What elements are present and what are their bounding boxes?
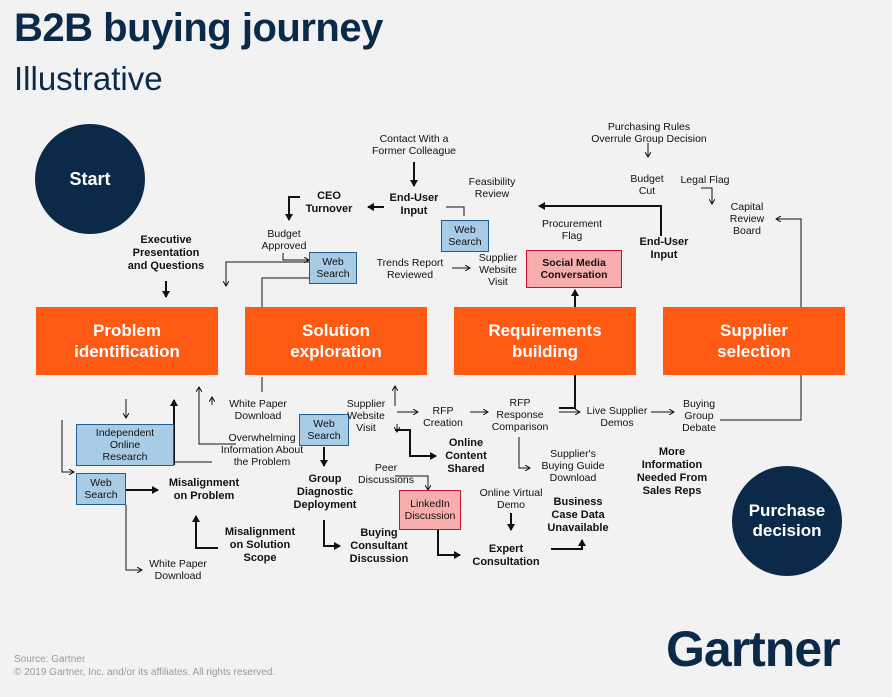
label-misalignment-problem: Misalignment on Problem <box>168 477 240 502</box>
box-web-search: Web Search <box>76 473 126 505</box>
label-capital-review-board: Capital Review Board <box>729 201 765 237</box>
page-subtitle: Illustrative <box>14 60 163 97</box>
label-business-case-data: Business Case Data Unavailable <box>547 496 609 534</box>
label-legal-flag: Legal Flag <box>680 174 730 186</box>
label-peer-discussions: Peer Discussions <box>357 462 415 486</box>
stage-solution-exploration: Solution exploration <box>245 307 427 375</box>
stage-supplier-selection: Supplier selection <box>663 307 845 375</box>
purchase-decision-circle: Purchase decision <box>732 466 842 576</box>
gartner-logo: Gartner <box>666 621 841 677</box>
label-end-user-input-2: End-User Input <box>639 236 689 261</box>
label-end-user-input: End-User Input <box>389 192 439 217</box>
label-online-virtual-demo: Online Virtual Demo <box>479 487 543 511</box>
stage-problem-identification: Problem identification <box>36 307 218 375</box>
stage-requirements-building: Requirements building <box>454 307 636 375</box>
box-social-media-conversation: Social Media Conversation <box>526 250 622 288</box>
label-buying-group-debate: Buying Group Debate <box>682 398 716 434</box>
label-more-information-needed: More Information Needed From Sales Reps <box>636 446 708 497</box>
box-linkedin-discussion: LinkedIn Discussion <box>399 490 461 530</box>
label-trends-report: Trends Report Reviewed <box>376 257 444 281</box>
label-group-diagnostic-deployment: Group Diagnostic Deployment <box>293 473 357 511</box>
label-budget-approved: Budget Approved <box>261 228 307 252</box>
box-web-search: Web Search <box>441 220 489 252</box>
label-online-content-shared: Online Content Shared <box>445 437 487 475</box>
label-supplier-website-visit-2: Supplier Website Visit <box>346 398 386 434</box>
label-misalignment-solution-scope: Misalignment on Solution Scope <box>224 526 296 564</box>
label-overwhelming-information: Overwhelming Information About the Probl… <box>220 432 304 468</box>
label-ceo-turnover: CEO Turnover <box>305 190 353 215</box>
label-white-paper-download-2: White Paper Download <box>149 558 207 582</box>
label-purchasing-rules: Purchasing Rules Overrule Group Decision <box>591 121 707 145</box>
label-procurement-flag: Procurement Flag <box>541 218 603 242</box>
box-web-search: Web Search <box>309 252 357 284</box>
start-circle: Start <box>35 124 145 234</box>
label-expert-consultation: Expert Consultation <box>472 543 540 568</box>
label-rfp-creation: RFP Creation <box>423 405 463 429</box>
label-live-supplier-demos: Live Supplier Demos <box>586 405 648 429</box>
label-white-paper-download: White Paper Download <box>229 398 287 422</box>
label-budget-cut: Budget Cut <box>630 173 664 197</box>
page-title: B2B buying journey <box>14 6 383 50</box>
label-contact-colleague: Contact With a Former Colleague <box>371 133 457 157</box>
copyright-note: © 2019 Gartner, Inc. and/or its affiliat… <box>14 667 276 678</box>
label-rfp-response-comparison: RFP Response Comparison <box>491 397 549 433</box>
box-independent-online-research: Independent Online Research <box>76 424 174 466</box>
label-buying-consultant-discussion: Buying Consultant Discussion <box>349 527 409 565</box>
label-feasibility-review: Feasibility Review <box>468 176 516 200</box>
box-web-search: Web Search <box>299 414 349 446</box>
label-supplier-buying-guide: Supplier's Buying Guide Download <box>541 448 605 484</box>
label-supplier-website-visit: Supplier Website Visit <box>478 252 518 288</box>
label-executive-presentation: Executive Presentation and Questions <box>127 234 205 272</box>
source-note: Source: Gartner <box>14 654 86 665</box>
